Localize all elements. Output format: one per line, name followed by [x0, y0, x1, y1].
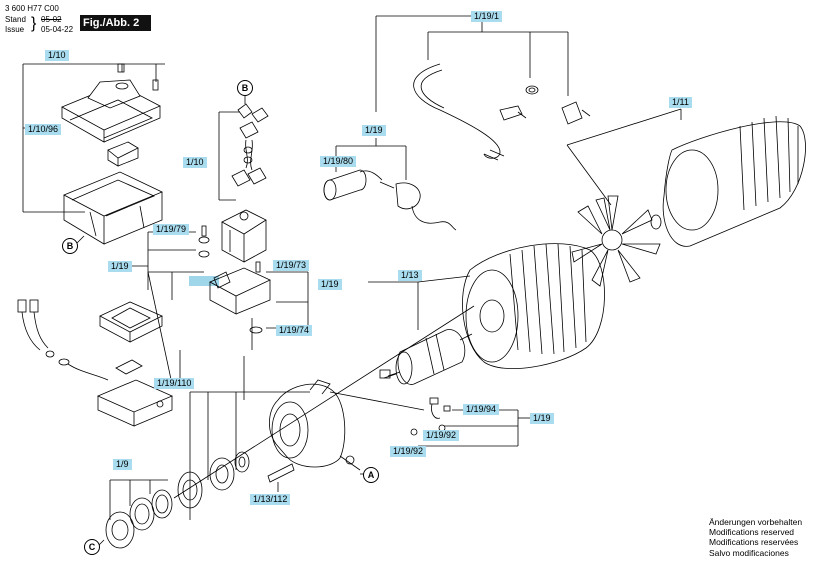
electronic-module-assembly	[17, 225, 210, 427]
new-date: 05-04-22	[41, 25, 74, 34]
switch-part-assembly	[189, 261, 309, 400]
bearings-and-rings	[105, 451, 295, 549]
stand-label: Stand	[5, 15, 26, 24]
part-label-1-13: 1/13	[398, 270, 422, 281]
stator-assembly	[173, 243, 605, 499]
note-de: Änderungen vorbehalten	[709, 517, 803, 527]
carbon-brushes	[410, 397, 530, 447]
part-label-1-19-94: 1/19/94	[463, 404, 500, 415]
power-cord-assembly	[375, 15, 591, 161]
note-en: Modifications reserved	[709, 527, 795, 538]
reference-c: C	[84, 539, 100, 555]
part-label-1-19-73: 1/19/73	[273, 260, 310, 271]
part-label-1-19-110: 1/19/110	[154, 378, 195, 389]
old-date: 05-02	[41, 15, 62, 24]
part-label-1-10-mid: 1/10	[183, 157, 207, 168]
part-label-1-19-left: 1/19	[108, 261, 132, 272]
part-label-1-19-74: 1/19/74	[276, 325, 313, 336]
part-label-1-19-92-a: 1/19/92	[423, 430, 460, 441]
armature	[379, 329, 473, 385]
switch-box-cover-assembly	[22, 63, 165, 245]
part-label-1-19-right: 1/19	[318, 279, 342, 290]
part-label-1-10-top: 1/10	[45, 50, 69, 61]
part-label-1-10-96: 1/10/96	[25, 124, 62, 135]
note-fr: Modifications reservées	[709, 537, 799, 548]
note-es: Salvo modificaciones	[709, 547, 789, 558]
reference-b-left: B	[62, 238, 78, 254]
reference-a: A	[363, 467, 379, 483]
fan-and-housing	[566, 108, 806, 287]
brush-holder-assembly	[218, 103, 269, 263]
part-label-1-19-79: 1/19/79	[153, 224, 190, 235]
part-label-1-9: 1/9	[113, 459, 132, 470]
brace: }	[31, 15, 37, 32]
capacitor-filter-assembly	[323, 138, 457, 231]
part-label-1-19-1: 1/19/1	[471, 11, 503, 22]
document-number: 3 600 H77 C00	[5, 4, 59, 13]
part-label-1-19-80: 1/19/80	[320, 156, 357, 167]
part-label-1-11: 1/11	[669, 97, 692, 108]
part-label-1-13-112: 1/13/112	[250, 494, 291, 505]
part-label-1-19-cap: 1/19	[362, 125, 386, 136]
issue-label: Issue	[5, 25, 25, 34]
figure-label: Fig./Abb. 2	[80, 15, 151, 31]
reference-b-top: B	[237, 80, 253, 96]
bearing-shield	[189, 379, 425, 520]
modification-notes: Änderungen vorbehalten Modifications res…	[709, 517, 802, 558]
part-label-1-19-brush: 1/19	[530, 413, 554, 424]
part-label-1-19-92-b: 1/19/92	[390, 446, 427, 457]
